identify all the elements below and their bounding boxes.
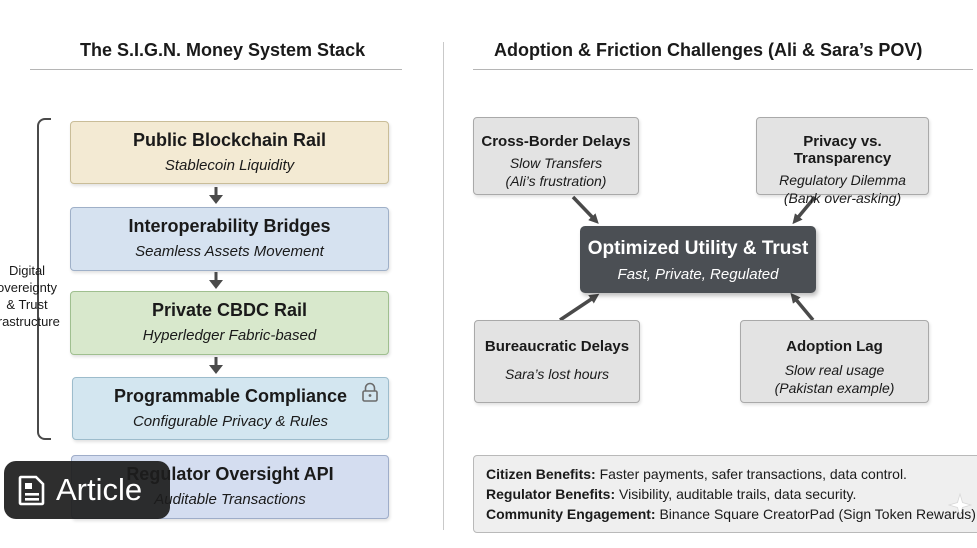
layer-programmable-compliance: Programmable Compliance Configurable Pri… xyxy=(72,377,389,440)
challenge-line: Sara’s lost hours xyxy=(504,366,609,382)
center-optimized-utility: Optimized Utility & Trust Fast, Private,… xyxy=(580,226,816,293)
layer-title: Interoperability Bridges xyxy=(128,216,331,236)
challenge-adoption-lag: Adoption Lag Slow real usage (Pakistan e… xyxy=(740,320,929,403)
challenge-title: Cross-Border Delays xyxy=(481,133,631,150)
sparkle-icon xyxy=(948,493,972,517)
section-divider xyxy=(443,42,444,530)
right-title-rule xyxy=(473,69,973,70)
down-arrow-icon xyxy=(209,272,223,289)
article-badge-label: Article xyxy=(56,472,143,507)
layer-title: Programmable Compliance xyxy=(113,386,348,406)
arrow-bureaucratic-to-center xyxy=(559,293,600,322)
layer-title: Regulator Oversight API xyxy=(126,464,334,484)
benefit-row: Regulator Benefits: Visibility, auditabl… xyxy=(486,486,857,502)
layer-subtitle: Stablecoin Liquidity xyxy=(164,157,295,174)
layer-subtitle: Hyperledger Fabric-based xyxy=(142,327,317,344)
right-title: Adoption & Friction Challenges (Ali & Sa… xyxy=(494,40,923,60)
layer-subtitle: Seamless Assets Movement xyxy=(135,243,324,260)
challenge-bureaucratic-delays: Bureaucratic Delays Sara’s lost hours xyxy=(474,320,640,403)
article-badge[interactable]: Article xyxy=(4,461,170,519)
layer-public-blockchain-rail: Public Blockchain Rail Stablecoin Liquid… xyxy=(70,121,389,184)
layer-title: Public Blockchain Rail xyxy=(132,130,327,150)
left-title: The S.I.G.N. Money System Stack xyxy=(80,40,366,60)
challenge-cross-border-delays: Cross-Border Delays Slow Transfers (Ali’… xyxy=(473,117,639,195)
benefit-row: Community Engagement: Binance Square Cre… xyxy=(486,506,977,522)
center-title: Optimized Utility & Trust xyxy=(587,238,809,259)
challenge-title: Privacy vs. Transparency xyxy=(793,133,892,167)
challenge-privacy-vs-transparency: Privacy vs. Transparency Regulatory Dile… xyxy=(756,117,929,206)
down-arrow-icon xyxy=(209,187,223,204)
layer-title: Private CBDC Rail xyxy=(151,300,308,320)
down-arrow-icon xyxy=(209,357,223,374)
challenge-line: Slow Transfers xyxy=(509,155,603,171)
arrow-cross-border-to-center xyxy=(571,195,599,224)
benefit-row: Citizen Benefits: Faster payments, safer… xyxy=(486,466,907,482)
article-icon xyxy=(18,475,45,506)
challenge-line: (Bank over-asking) xyxy=(783,190,902,206)
center-subtitle: Fast, Private, Regulated xyxy=(617,266,779,283)
challenge-line: (Pakistan example) xyxy=(774,380,895,396)
bracket-label: Digital overeignty & Trust frastructure xyxy=(0,263,60,329)
challenge-title: Bureaucratic Delays xyxy=(484,338,630,355)
arrow-adoption-to-center xyxy=(790,292,815,322)
challenge-title: Adoption Lag xyxy=(786,338,883,355)
left-title-rule xyxy=(30,69,402,70)
stack-bracket xyxy=(37,118,51,440)
layer-subtitle: Configurable Privacy & Rules xyxy=(132,413,329,430)
layer-interoperability-bridges: Interoperability Bridges Seamless Assets… xyxy=(70,207,389,271)
benefits-panel: Citizen Benefits: Faster payments, safer… xyxy=(473,455,977,533)
challenge-line: Regulatory Dilemma xyxy=(779,172,906,188)
challenge-line: (Ali’s frustration) xyxy=(505,173,607,189)
layer-private-cbdc-rail: Private CBDC Rail Hyperledger Fabric-bas… xyxy=(70,291,389,355)
layer-subtitle: Auditable Transactions xyxy=(154,491,306,508)
lock-icon xyxy=(362,382,378,402)
challenge-line: Slow real usage xyxy=(784,362,885,378)
